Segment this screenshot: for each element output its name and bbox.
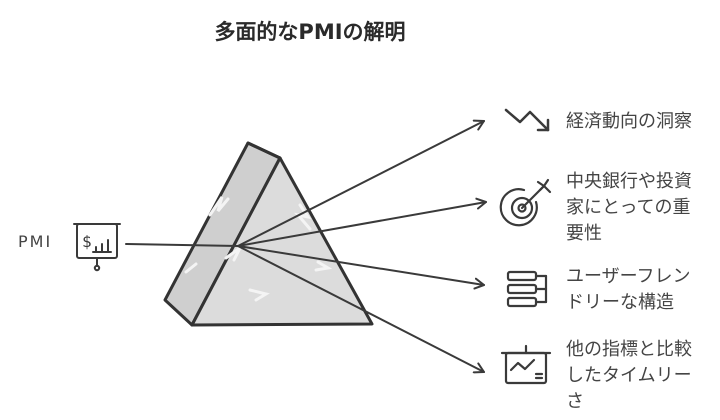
presentation-dollar-chart-icon: $: [73, 223, 121, 272]
prism: [163, 141, 374, 327]
hierarchy-list-icon: [506, 270, 548, 308]
source-label: PMI: [18, 232, 53, 251]
ray-3: [237, 245, 485, 290]
ray-4: [237, 245, 485, 374]
trend-down-arrow-icon: [504, 108, 550, 132]
output-rays: [237, 119, 487, 374]
output-label-4: 他の指標と比較 したタイムリー さ: [566, 337, 692, 415]
output-label-line: 経済動向の洞察: [566, 111, 692, 132]
svg-text:$: $: [82, 232, 92, 251]
output-label-line: ドリーな構造: [566, 292, 674, 313]
output-label-2: 中央銀行や投資 家にとっての重 要性: [566, 169, 692, 247]
output-label-line: ユーザーフレン: [566, 266, 691, 287]
output-label-line: 中央銀行や投資: [566, 171, 692, 192]
output-label-1: 経済動向の洞察: [566, 109, 692, 135]
line-chart-board-icon: [500, 344, 552, 385]
output-label-line: 他の指標と比較: [566, 339, 692, 360]
output-label-line: 要性: [566, 223, 602, 244]
ray-2: [237, 197, 487, 247]
input-beam: [125, 243, 239, 247]
diagram-title: 多面的なPMIの解明: [214, 20, 406, 44]
ray-1: [237, 119, 485, 247]
output-label-3: ユーザーフレン ドリーな構造: [566, 264, 691, 316]
target-arrow-icon: [499, 178, 552, 227]
output-label-line: 家にとっての重: [566, 197, 691, 218]
output-label-line: したタイムリー: [566, 365, 692, 386]
output-label-line: さ: [566, 391, 584, 412]
